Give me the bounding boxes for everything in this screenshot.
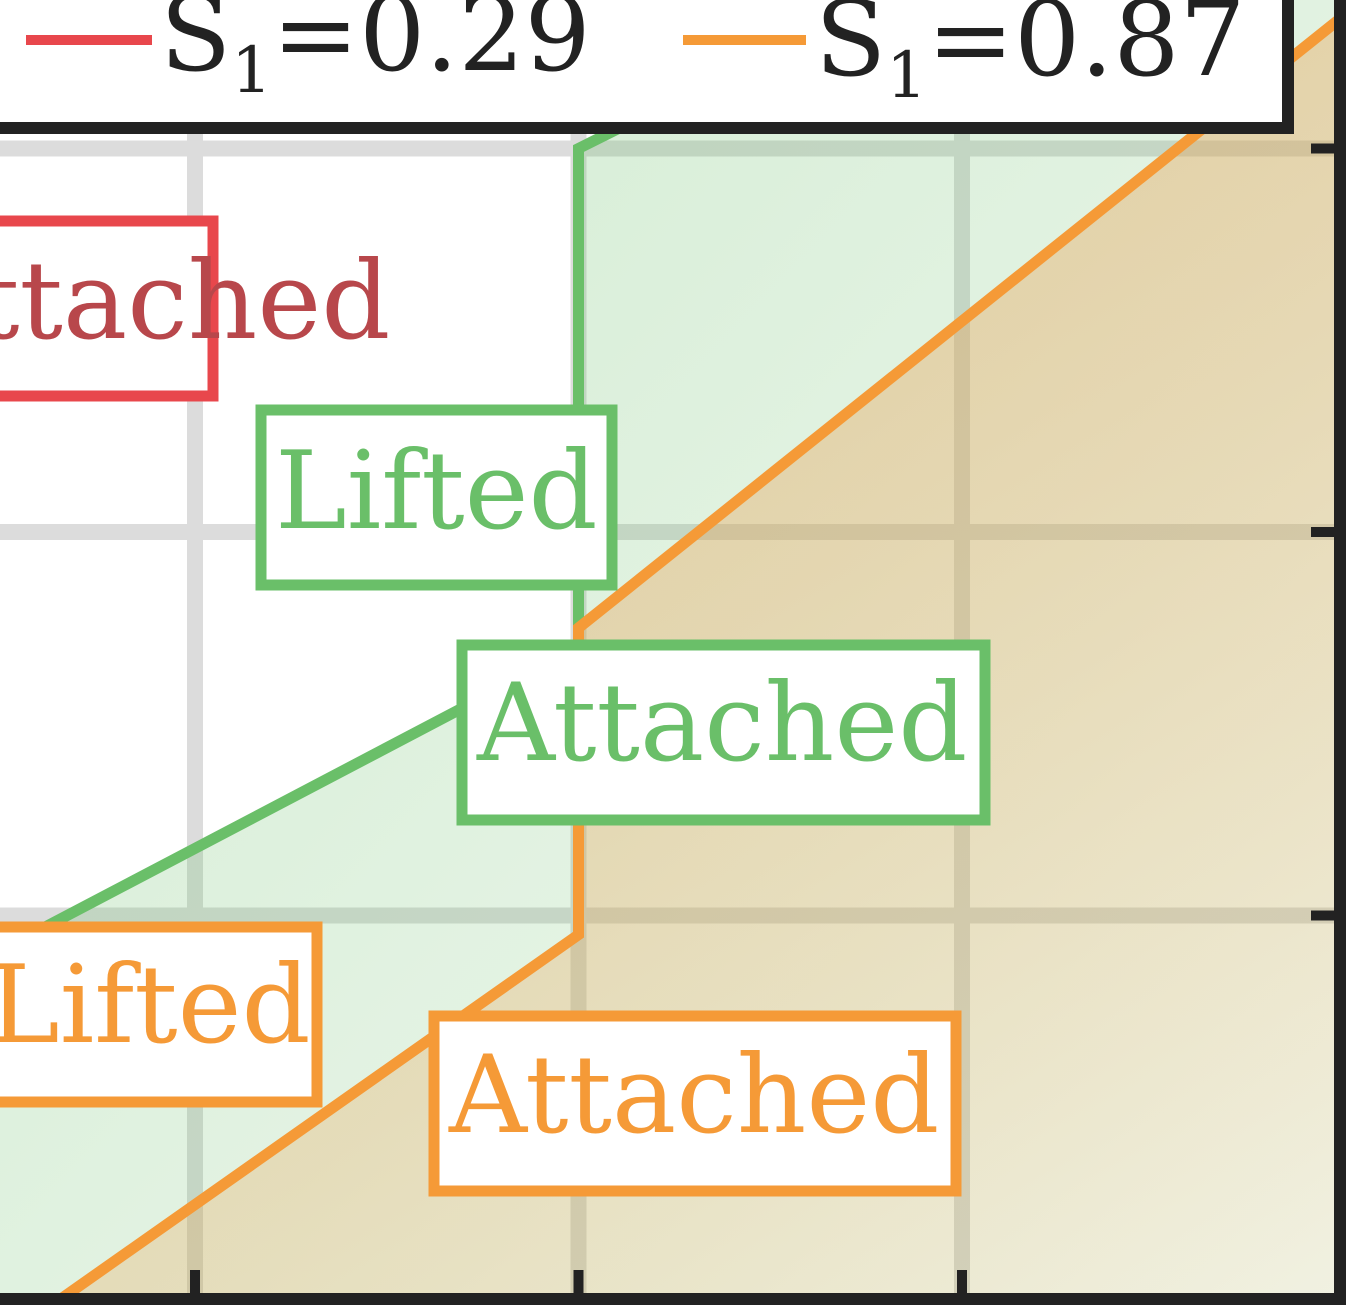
annotation-text: Lifted: [0, 943, 311, 1068]
annotation-text: Lifted: [275, 429, 598, 554]
legend-box: [0, 0, 1294, 134]
annotation-text: Attached: [448, 1033, 939, 1158]
series-line-1: [57, 8, 1346, 1304]
annotation-text: Attached: [476, 661, 967, 786]
legend-label: S1=0.87: [815, 0, 1246, 113]
legend: S1=0.29 S1=0.87: [0, 0, 1294, 134]
legend-label: S1=0.29: [160, 0, 591, 108]
annotation-box: [428, 1010, 962, 1197]
annotation-box: [0, 921, 323, 1108]
annotation-box: [456, 639, 991, 826]
annotation-orange-attached: Attached: [428, 1010, 962, 1197]
annotation-box: [0, 215, 219, 402]
annotation-green-lifted: Lifted: [255, 404, 618, 591]
annotation-green-attached: Attached: [456, 639, 991, 826]
annotation-text: Attached: [0, 239, 390, 364]
series-line-0: [0, 0, 888, 957]
annotation-orange-lifted: Lifted: [0, 921, 323, 1108]
annotation-red-attached: Attached: [0, 215, 390, 402]
annotation-box: [255, 404, 618, 591]
axis-ticks: [190, 143, 1340, 1299]
